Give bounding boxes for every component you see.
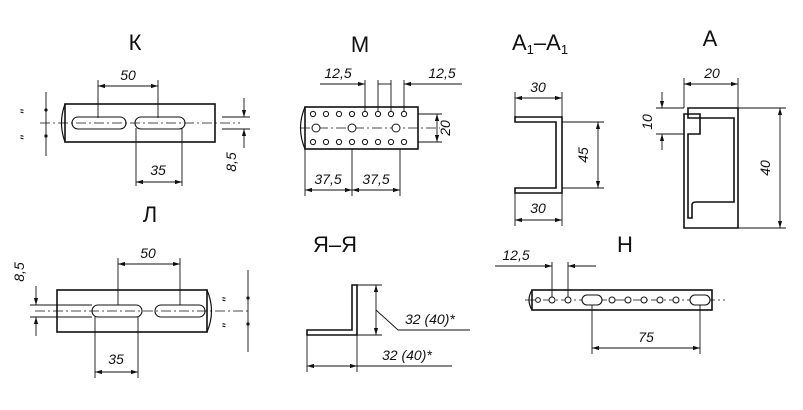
a-dim-40: 40 [757, 160, 773, 176]
view-ya-ya: Я–Я 32 (40)* 32 (40)* [306, 232, 470, 372]
k-slot-2 [134, 116, 186, 130]
k-dim-8-5: 8,5 [223, 152, 239, 172]
l-mark-1: " [219, 296, 235, 302]
k-dim-50: 50 [120, 67, 136, 83]
a-dim-10: 10 [639, 114, 655, 130]
m-dim-37-5-left: 37,5 [314, 171, 341, 187]
k-dim-35: 35 [150, 162, 166, 178]
view-a-label: А [703, 26, 718, 51]
n-dim-12-5: 12,5 [502, 247, 529, 263]
view-l-label: Л [143, 202, 157, 227]
view-k-label: К [129, 30, 142, 55]
view-n-label: Н [617, 232, 633, 257]
m-dim-37-5-right: 37,5 [362, 171, 389, 187]
l-mark-2: " [219, 322, 235, 328]
k-mark-1: " [17, 108, 33, 114]
ya-ya-dim-width: 32 (40)* [382, 347, 432, 363]
m-dim-12-5-right: 12,5 [428, 65, 455, 81]
m-holes [309, 110, 408, 146]
n-holes [535, 294, 711, 306]
n-dim-75: 75 [638, 329, 654, 345]
view-a1-a1: А1–А1 30 45 30 [512, 30, 604, 226]
l-dim-35: 35 [108, 351, 124, 367]
a-profile [683, 107, 739, 229]
view-a1-a1-label: А1–А1 [512, 30, 568, 57]
view-k: К 50 35 8,5 " " [17, 30, 250, 186]
view-m: М 12,5 12,5 20 [299, 32, 462, 196]
view-n: Н 12,5 75 [495, 232, 725, 354]
a1-dim-45: 45 [575, 147, 591, 163]
a-dim-20: 20 [703, 65, 720, 81]
l-dim-50: 50 [140, 245, 156, 261]
m-dim-12-5-left: 12,5 [324, 65, 351, 81]
l-dim-8-5: 8,5 [11, 262, 27, 282]
ya-ya-profile [306, 284, 358, 336]
a1-profile [514, 116, 563, 194]
view-l: Л 50 8,5 35 " " [11, 202, 250, 378]
ya-ya-dim-height: 32 (40)* [405, 311, 455, 327]
a1-dim-30-top: 30 [530, 79, 546, 95]
m-dim-20: 20 [437, 120, 453, 137]
view-ya-ya-label: Я–Я [313, 232, 357, 257]
view-a: А 20 10 40 [639, 26, 786, 229]
k-mark-2: " [17, 134, 33, 140]
a1-dim-30-bottom: 30 [530, 200, 546, 216]
view-m-label: М [351, 32, 369, 57]
